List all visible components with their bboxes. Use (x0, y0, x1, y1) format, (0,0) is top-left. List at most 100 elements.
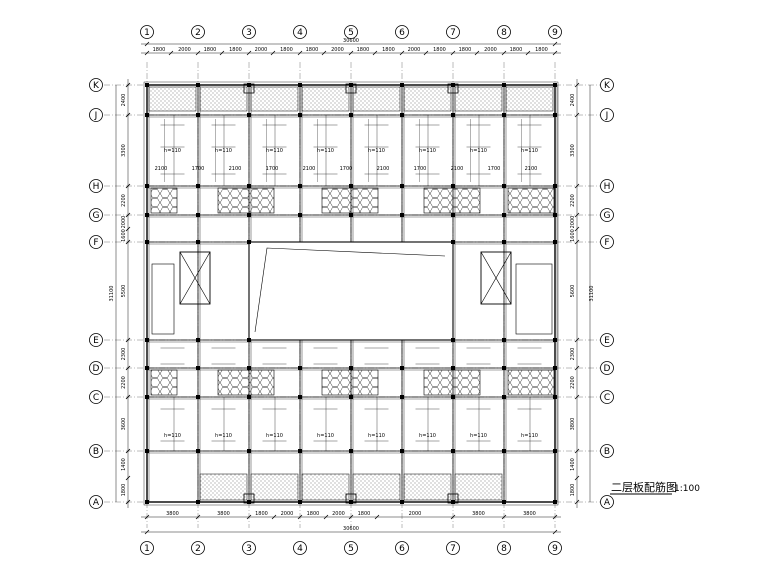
axis-bubble-top-8-circle (497, 25, 511, 39)
dim-bot-bays-label-0: 3800 (166, 511, 179, 517)
edge-column-bot-0 (243, 493, 255, 504)
column-5G (349, 213, 353, 217)
dim-top-detail-label-14: 1800 (510, 47, 523, 53)
dim-top-detail-label-6: 1800 (306, 47, 319, 53)
axis-bubble-left-K-circle (89, 78, 103, 92)
dim-top-detail-label-4: 2000 (255, 47, 268, 53)
column-9H (553, 184, 557, 188)
dim-top-detail-label-11: 1800 (433, 47, 446, 53)
axis-bubble-top-9-circle (548, 25, 562, 39)
column-5D (349, 366, 353, 370)
column-9C (553, 395, 557, 399)
dim-right-tick-2 (574, 448, 580, 454)
dim-bot-bays-label-9: 3800 (523, 511, 536, 517)
axis-bubble-bottom-3-label: 3 (246, 544, 252, 554)
hex-hatch-upper-3 (423, 187, 481, 214)
column-1G (145, 213, 149, 217)
slab-hatch-areas (148, 86, 555, 501)
column-9J (553, 113, 557, 117)
axis-bubble-left-E-label: E (93, 336, 99, 346)
dim-top-detail-tick-6 (297, 50, 303, 56)
axis-bubble-left-K-label: K (93, 81, 100, 91)
dim-right-tick-0 (574, 499, 580, 505)
side-room-right (515, 263, 553, 335)
dim-left-label-1: 1400 (121, 458, 127, 471)
dim-top-detail-tick-4 (246, 50, 252, 56)
dim-top-detail-tick-5 (270, 50, 276, 56)
hex-hatch-lower-3 (423, 369, 481, 396)
axis-bubble-left-G-label: G (93, 211, 100, 221)
dim-left-tick-7 (125, 226, 131, 232)
axis-bubble-top-3-circle (242, 25, 256, 39)
column-1D (145, 366, 149, 370)
dim-right-label-7: 2000 (570, 216, 576, 229)
column-3B (247, 449, 251, 453)
stair-box-1 (480, 251, 512, 305)
dim-right-tick-7 (574, 226, 580, 232)
column-3K (247, 83, 251, 87)
dim-bot-bays-tick-2 (246, 514, 252, 520)
column-8G (502, 213, 506, 217)
dim-right-label-3: 2200 (570, 376, 576, 389)
column-3H (247, 184, 251, 188)
dim-left-tick-3 (125, 394, 131, 400)
axis-bubble-top-4-label: 4 (297, 28, 303, 38)
column-2D (196, 366, 200, 370)
dim-bot-bays-label-4: 1800 (307, 511, 320, 517)
axis-bubble-right-G-circle (600, 208, 614, 222)
dim-bot-bays-tick-8 (450, 514, 456, 520)
axis-bubble-right-F-circle (600, 235, 614, 249)
axis-bubble-left-J-label: J (94, 111, 98, 121)
column-1B (145, 449, 149, 453)
column-7G (451, 213, 455, 217)
hex-hatch-upper-4 (507, 187, 555, 214)
axis-bubble-right-K-label: K (604, 81, 611, 91)
dim-top-detail-tick-7 (321, 50, 327, 56)
column-4K (298, 83, 302, 87)
dim-left-total-label: 31100 (109, 286, 115, 302)
axis-bubble-left-B-label: B (93, 447, 99, 457)
rebar-label-4: 2100 (303, 166, 316, 172)
column-1F (145, 240, 149, 244)
axis-bubble-right-A-circle (600, 495, 614, 509)
column-9K (553, 83, 557, 87)
axis-bubble-right-B-label: B (604, 447, 610, 457)
axis-bubble-right-B-circle (600, 444, 614, 458)
axis-bubble-bottom-9-circle (548, 541, 562, 555)
dim-top-detail-tick-15 (525, 50, 531, 56)
axis-bubble-bottom-5-label: 5 (348, 544, 354, 554)
column-4G (298, 213, 302, 217)
slab-label-top-6: h=110 (470, 148, 487, 154)
dim-right-label-5: 5600 (570, 285, 576, 298)
dim-bot-bays-tick-7 (374, 514, 380, 520)
column-4B (298, 449, 302, 453)
rebar-label-2: 2100 (229, 166, 242, 172)
column-7D (451, 366, 455, 370)
column-1J (145, 113, 149, 117)
dim-right-tick-9 (574, 183, 580, 189)
column-2B (196, 449, 200, 453)
column-8J (502, 113, 506, 117)
slab-label-top-5: h=110 (419, 148, 436, 154)
dim-right-label-0: 1800 (570, 484, 576, 497)
axis-bubble-bottom-2-circle (191, 541, 205, 555)
hex-hatch-lower-2 (321, 369, 379, 396)
column-9F (553, 240, 557, 244)
column-7C (451, 395, 455, 399)
dim-right-tick-4 (574, 365, 580, 371)
axis-bubble-left-A-label: A (93, 498, 100, 508)
axis-bubble-right-J-label: J (605, 111, 609, 121)
dim-right-label-4: 2300 (570, 348, 576, 361)
column-6G (400, 213, 404, 217)
rebar-label-6: 2100 (377, 166, 390, 172)
column-2E (196, 338, 200, 342)
axis-bubble-top-4-circle (293, 25, 307, 39)
hex-hatch-upper-2 (321, 187, 379, 214)
dim-top-detail-label-13: 2000 (484, 47, 497, 53)
column-5B (349, 449, 353, 453)
dim-right-label-10: 2400 (570, 94, 576, 107)
axis-bubble-bottom-4-circle (293, 541, 307, 555)
